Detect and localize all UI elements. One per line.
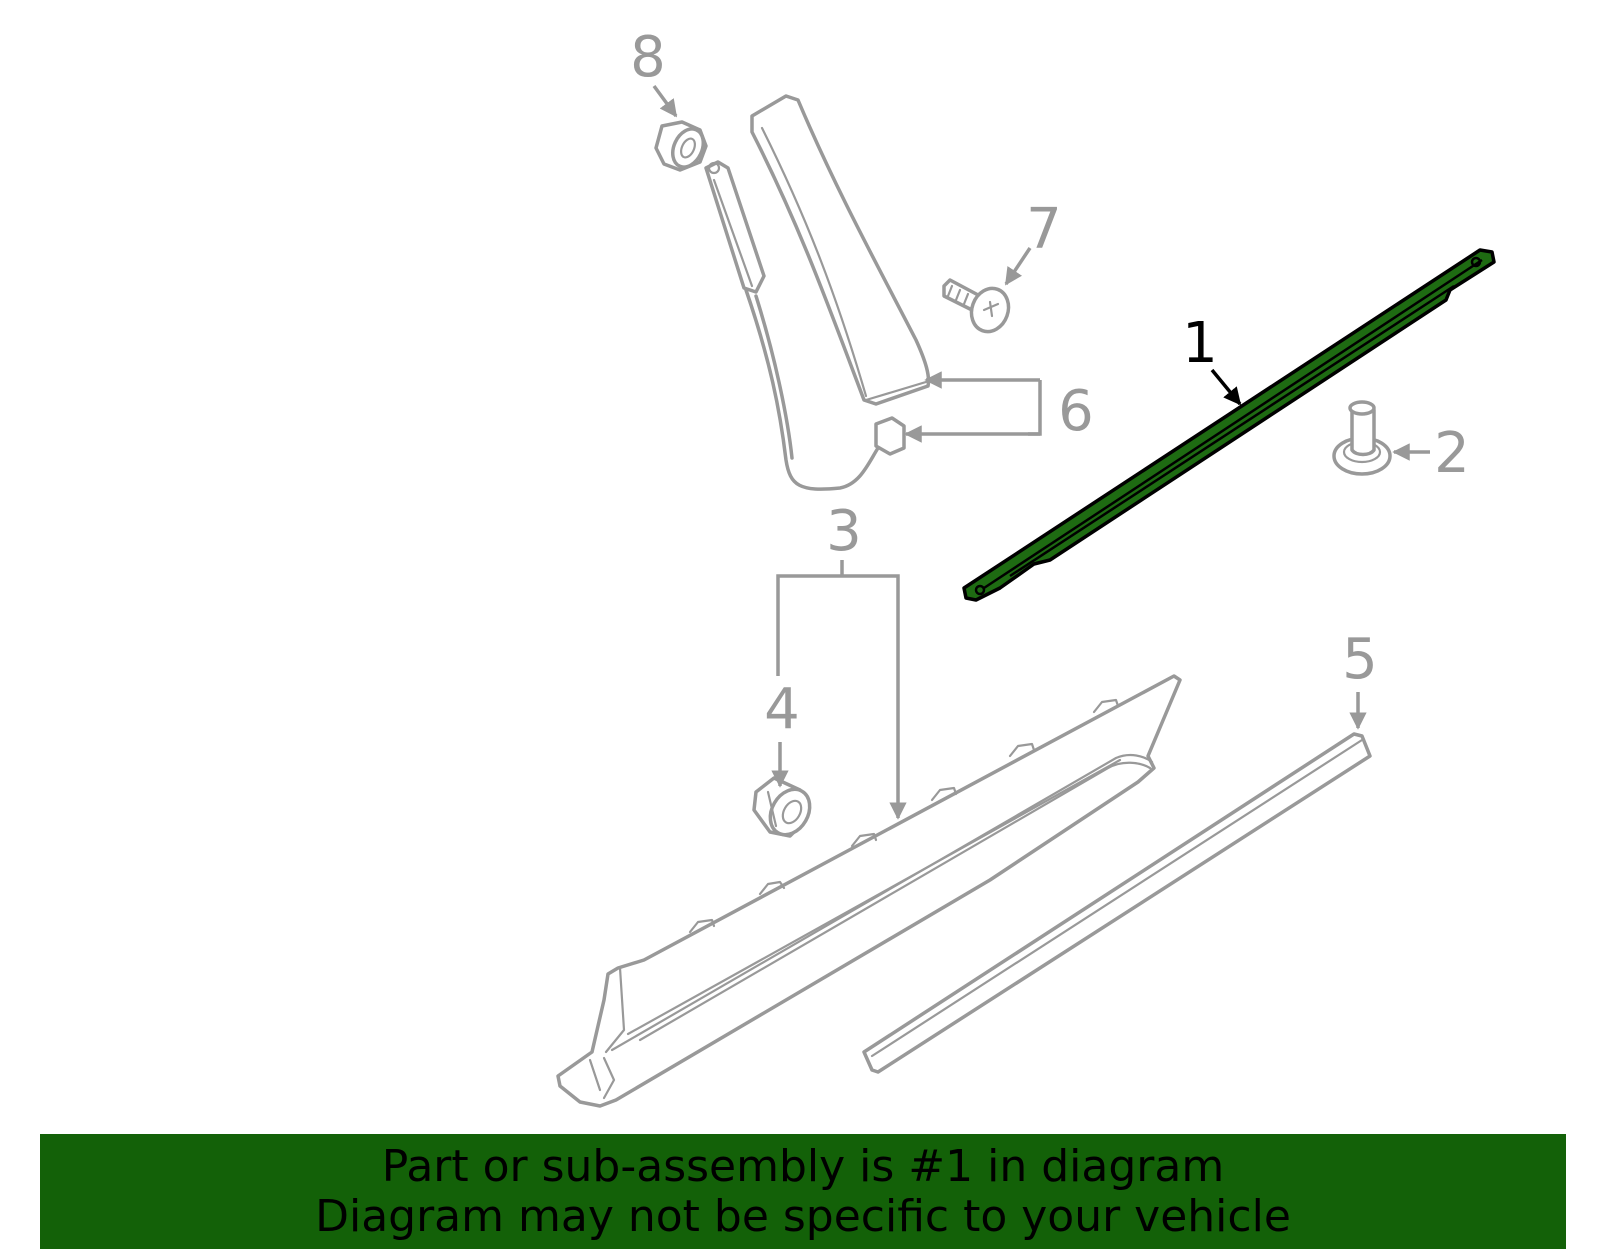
bracket-3 bbox=[776, 574, 907, 820]
callout-5[interactable]: 5 bbox=[1342, 627, 1378, 692]
part-7-screw[interactable] bbox=[942, 278, 1014, 337]
leader-8 bbox=[652, 84, 678, 118]
part-6-pillar-trim[interactable] bbox=[704, 94, 931, 491]
bracket-6 bbox=[1028, 380, 1042, 436]
part-8-nut[interactable] bbox=[654, 120, 709, 172]
callout-6[interactable]: 6 bbox=[1058, 379, 1094, 444]
part-3-sill-trim[interactable] bbox=[556, 674, 1182, 1108]
part-5-molding[interactable] bbox=[862, 732, 1372, 1074]
callout-2[interactable]: 2 bbox=[1434, 421, 1470, 486]
banner-line-1: Part or sub-assembly is #1 in diagram bbox=[381, 1140, 1225, 1192]
leader-7 bbox=[1004, 247, 1032, 286]
banner-line-2: Diagram may not be specific to your vehi… bbox=[315, 1190, 1291, 1242]
part-1-scuff-plate[interactable] bbox=[962, 248, 1496, 602]
part-4-grommet[interactable] bbox=[752, 776, 818, 842]
info-banner: Part or sub-assembly is #1 in diagram Di… bbox=[40, 1134, 1566, 1249]
callout-1[interactable]: 1 bbox=[1182, 311, 1218, 376]
part-2-clip[interactable] bbox=[1332, 400, 1392, 476]
callout-7[interactable]: 7 bbox=[1026, 197, 1062, 262]
leader-1 bbox=[1210, 368, 1242, 406]
callout-8[interactable]: 8 bbox=[630, 25, 666, 90]
callout-3[interactable]: 3 bbox=[826, 499, 862, 564]
callout-4[interactable]: 4 bbox=[764, 677, 800, 742]
